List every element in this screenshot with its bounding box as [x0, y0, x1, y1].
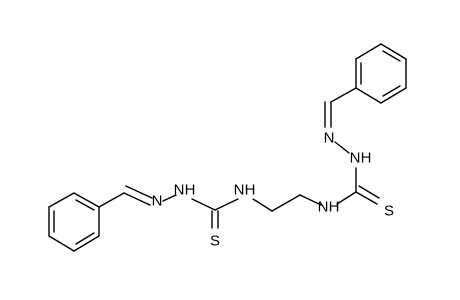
atom-n-imine-right: N: [324, 130, 335, 147]
left-chain-bonds: [98, 185, 322, 229]
atom-s-right: S: [384, 203, 394, 220]
benzene-ring-left: [48, 192, 100, 252]
atom-n-imine-left: N: [152, 193, 163, 210]
atom-n-amide-right: N: [318, 199, 329, 216]
right-chain-bonds: [324, 87, 380, 205]
atom-s-left: S: [210, 233, 220, 250]
atom-h-amide-right: H: [329, 199, 340, 216]
atom-n-amide-left: N: [234, 182, 245, 199]
atom-n-hydrazide-right: N: [350, 150, 361, 167]
benzene-ring-right: [355, 43, 407, 104]
atom-h-amide-left: H: [245, 182, 256, 199]
atom-n-hydrazide-left: N: [174, 182, 185, 199]
atom-labels: N N H N H S N H S N H N: [152, 130, 394, 250]
atom-h-hydrazide-right: H: [361, 150, 372, 167]
atom-h-hydrazide-left: H: [185, 182, 196, 199]
